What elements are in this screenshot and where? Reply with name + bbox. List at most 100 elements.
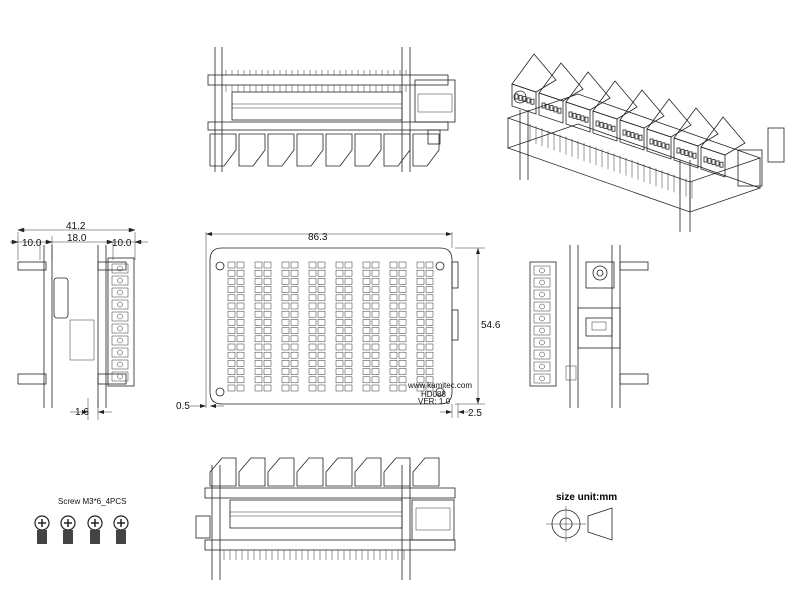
side-terminal — [533, 313, 551, 324]
terminal-block — [354, 133, 382, 167]
side-terminal-screw — [117, 301, 123, 308]
top-terminal-cell — [362, 343, 371, 351]
unit-label: size unit:mm — [556, 492, 617, 503]
top-terminal-cell — [389, 376, 398, 384]
top-terminal-cell — [263, 319, 272, 326]
top-terminal-cell — [308, 327, 317, 334]
dim-side-left: 10.0 — [22, 238, 42, 249]
top-terminal-cell — [281, 368, 290, 375]
top-terminal-cell — [344, 294, 353, 302]
top-terminal-cell — [344, 319, 353, 326]
top-terminal-cell — [236, 286, 245, 293]
top-terminal-cell — [317, 343, 326, 351]
top-terminal-cell — [281, 286, 290, 293]
top-terminal-cell — [389, 351, 398, 359]
top-terminal-cell — [236, 368, 245, 375]
top-terminal-cell — [254, 294, 263, 302]
top-terminal-cell — [425, 343, 434, 351]
top-terminal-cell — [398, 351, 407, 359]
top-terminal-cell — [308, 368, 317, 375]
top-terminal-cell — [371, 294, 380, 302]
top-terminal-cell — [362, 286, 371, 293]
screw-thread — [90, 530, 100, 544]
top-terminal-cell — [236, 384, 245, 392]
side-terminal-screw — [539, 291, 545, 298]
top-terminal-cell — [425, 319, 434, 326]
top-terminal-cell — [362, 302, 371, 310]
iso-terminal-front — [592, 110, 618, 142]
top-terminal-cell — [227, 360, 236, 367]
top-terminal-cell — [263, 261, 272, 269]
top-terminal-cell — [362, 360, 371, 367]
side-terminal-screw — [117, 289, 123, 296]
top-terminal-cell — [344, 360, 353, 367]
top-terminal-cell — [425, 351, 434, 359]
terminal-block — [238, 133, 266, 167]
dim-side-mid: 18.0 — [67, 233, 87, 244]
top-terminal-cell — [371, 384, 380, 392]
top-terminal-cell — [227, 269, 236, 277]
top-terminal-cell — [416, 319, 425, 326]
top-terminal-cell — [371, 327, 380, 334]
iso-terminal-slot — [607, 124, 612, 131]
top-terminal-cell — [317, 376, 326, 384]
terminal-block — [267, 133, 295, 167]
top-terminal-cell — [281, 310, 290, 318]
top-terminal-cell — [308, 286, 317, 293]
top-terminal-cell — [362, 351, 371, 359]
terminal-block — [325, 457, 353, 487]
terminal-block — [383, 133, 411, 167]
top-terminal-cell — [416, 310, 425, 318]
top-terminal-cell — [389, 335, 398, 343]
top-terminal-cell — [308, 319, 317, 326]
top-terminal-cell — [389, 286, 398, 293]
top-terminal-cell — [290, 294, 299, 302]
top-terminal-cell — [335, 343, 344, 351]
side-terminal-screw — [539, 315, 545, 322]
top-terminal-cell — [263, 376, 272, 384]
top-terminal-cell — [308, 294, 317, 302]
board-version: VER: 1.0 — [418, 397, 451, 406]
top-terminal-cell — [335, 319, 344, 326]
terminal-block — [383, 457, 411, 487]
isometric-view — [506, 53, 785, 232]
top-terminal-cell — [263, 351, 272, 359]
iso-terminal-front — [538, 92, 564, 124]
top-terminal-cell — [371, 310, 380, 318]
top-terminal-cell — [335, 351, 344, 359]
top-terminal-cell — [227, 294, 236, 302]
top-terminal-cell — [371, 368, 380, 375]
board-model: HD088 — [421, 390, 446, 399]
terminal-block — [209, 457, 237, 487]
top-terminal-cell — [290, 335, 299, 343]
top-terminal-cell — [290, 302, 299, 310]
top-terminal-cell — [344, 335, 353, 343]
top-terminal-cell — [425, 261, 434, 269]
top-terminal-cell — [344, 261, 353, 269]
top-terminal-cell — [344, 310, 353, 318]
iso-terminal-slot — [638, 134, 643, 141]
top-terminal-cell — [236, 269, 245, 277]
top-terminal-cell — [281, 376, 290, 384]
top-terminal-cell — [254, 384, 263, 392]
top-terminal-cell — [416, 343, 425, 351]
top-terminal-cell — [389, 310, 398, 318]
top-terminal-cell — [254, 286, 263, 293]
top-terminal-cell — [317, 368, 326, 375]
side-terminal — [533, 325, 551, 336]
top-terminal-cell — [344, 384, 353, 392]
top-terminal-cell — [362, 327, 371, 334]
top-terminal-cell — [317, 351, 326, 359]
top-terminal-cell — [317, 269, 326, 277]
top-terminal-cell — [371, 269, 380, 277]
top-terminal-cell — [398, 368, 407, 375]
terminal-block — [325, 133, 353, 167]
top-terminal-cell — [371, 360, 380, 367]
top-terminal-cell — [290, 384, 299, 392]
top-terminal-cell — [227, 310, 236, 318]
top-terminal-cell — [227, 278, 236, 285]
terminal-block — [354, 457, 382, 487]
iso-terminal-slot — [680, 148, 685, 155]
top-terminal-cell — [236, 343, 245, 351]
